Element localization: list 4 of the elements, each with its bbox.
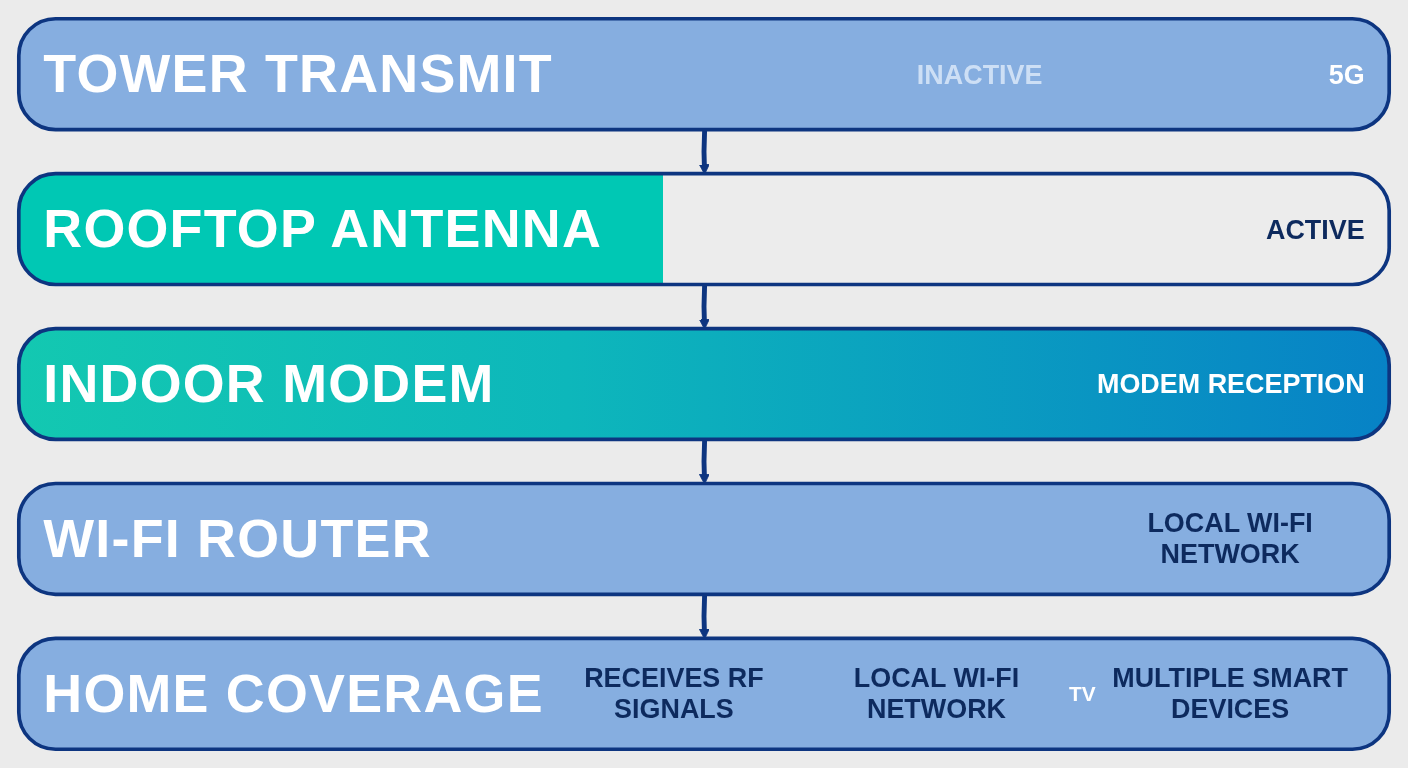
node-box: ROOFTOP ANTENNA ACTIVE bbox=[16, 171, 1392, 287]
node-box: TOWER TRANSMIT INACTIVE 5G bbox=[16, 16, 1392, 132]
node-box: INDOOR MODEM MODEM RECEPTION bbox=[16, 326, 1392, 442]
node-box: WI-FI ROUTER LOCAL WI-FI NETWORK bbox=[16, 481, 1392, 597]
